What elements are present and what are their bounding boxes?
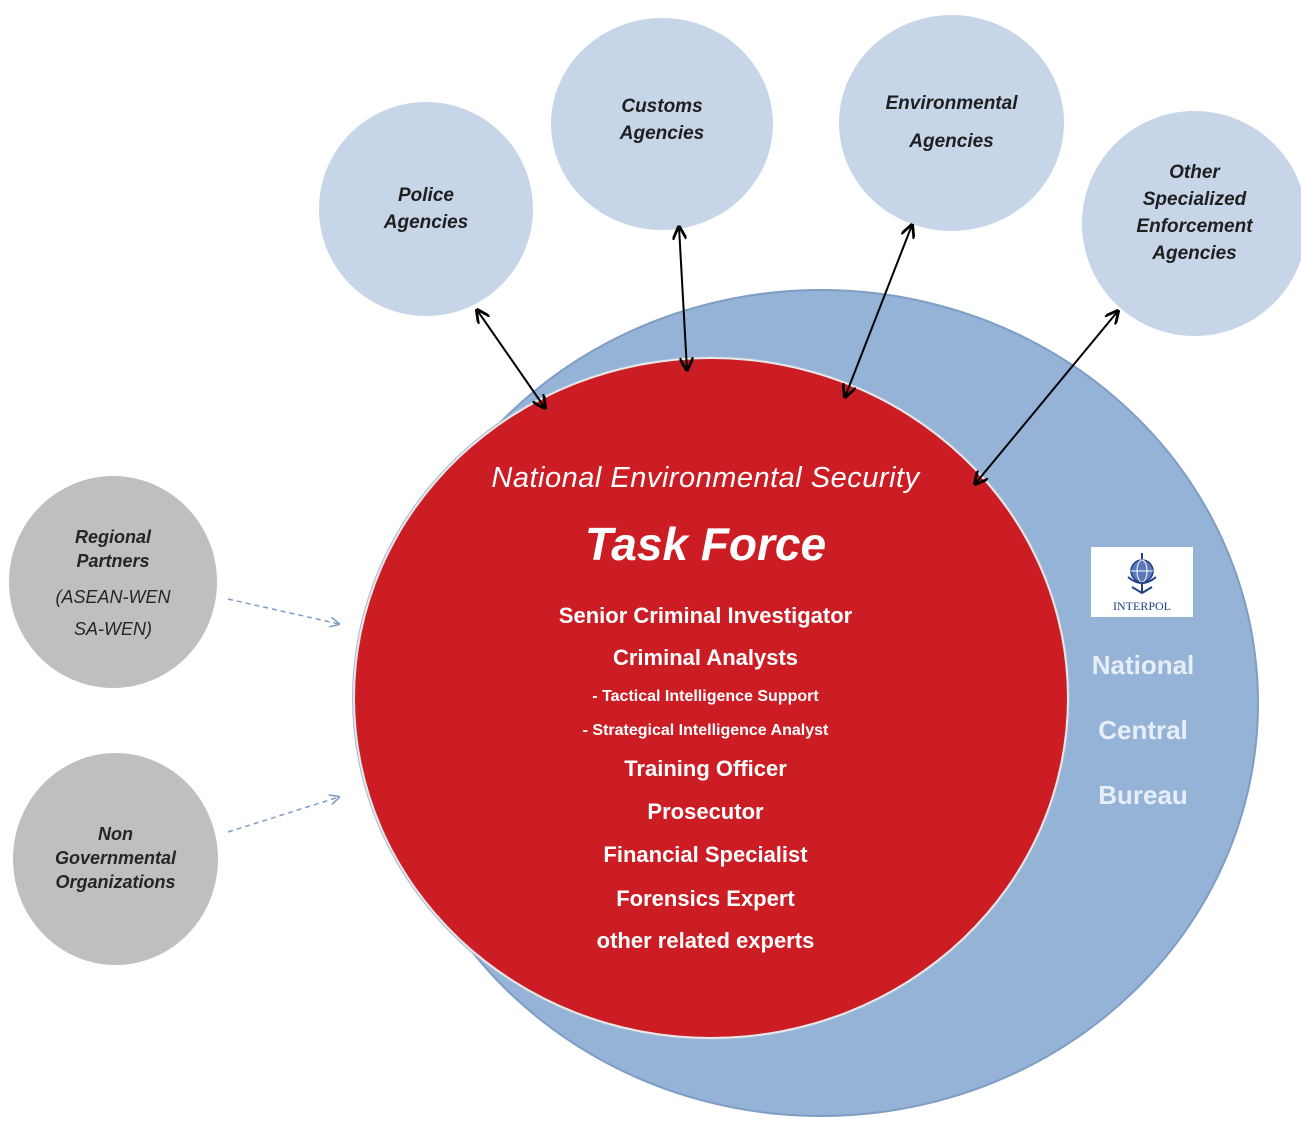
regional-partners-label: Regional Partners (ASEAN-WEN SA-WEN) bbox=[9, 525, 217, 641]
agency-label-line: Agencies bbox=[909, 131, 994, 152]
other-agencies-connector-arrow bbox=[975, 311, 1118, 484]
police-connector-arrow bbox=[477, 310, 545, 408]
partner-label-line: Regional bbox=[74, 527, 151, 547]
agency-label-line: Police bbox=[398, 185, 454, 206]
agency-label-line: Specialized bbox=[1142, 188, 1247, 210]
police-agencies-node bbox=[319, 102, 533, 316]
role-item: Forensics Expert bbox=[616, 886, 795, 911]
role-item: Financial Specialist bbox=[603, 842, 808, 867]
role-item: Prosecutor bbox=[647, 799, 764, 824]
partner-label-line: (ASEAN-WEN bbox=[55, 587, 171, 607]
role-item: Senior Criminal Investigator bbox=[558, 603, 853, 628]
agency-label-line: Agencies bbox=[619, 123, 705, 144]
environmental-agencies-label: Environmental Agencies bbox=[839, 15, 1064, 231]
regional-partners-node bbox=[9, 476, 217, 688]
agency-label-line: Customs bbox=[621, 96, 703, 117]
ncb-label-line-2: Central bbox=[1098, 715, 1188, 745]
other-agencies-node bbox=[1082, 111, 1301, 336]
agency-label-line: Other bbox=[1169, 161, 1220, 183]
partner-label-line: Governmental bbox=[54, 848, 177, 868]
ngo-dashed-arrow bbox=[227, 797, 339, 833]
customs-agencies-node bbox=[551, 18, 773, 230]
partner-label-line: Non bbox=[98, 824, 133, 844]
interpol-logo-text: INTERPOL bbox=[1113, 599, 1171, 613]
ncb-label-line-1: National bbox=[1091, 650, 1195, 680]
ngo-node bbox=[13, 753, 218, 965]
task-force-title: Task Force bbox=[584, 518, 827, 570]
customs-agencies-label: Customs Agencies bbox=[551, 14, 773, 226]
role-sub-item: - Strategical Intelligence Analyst bbox=[582, 722, 829, 739]
ncb-label-line-3: Bureau bbox=[1098, 780, 1188, 810]
environmental-agencies-node bbox=[839, 15, 1064, 231]
task-force-heading: National Environmental Security bbox=[491, 462, 920, 494]
partner-label-line: Organizations bbox=[55, 872, 176, 892]
role-item: Training Officer bbox=[624, 756, 787, 781]
interpol-logo: INTERPOL bbox=[1091, 547, 1193, 617]
agency-label-line: Agencies bbox=[1152, 242, 1237, 264]
agency-label-line: Agencies bbox=[383, 212, 469, 233]
regional-partners-dashed-arrow bbox=[227, 598, 339, 624]
ngo-label: Non Governmental Organizations bbox=[13, 822, 218, 894]
partner-label-line: Partners bbox=[76, 551, 150, 571]
environmental-connector-arrow bbox=[845, 225, 912, 397]
task-force-circle bbox=[353, 357, 1069, 1039]
role-item: other related experts bbox=[596, 928, 815, 953]
customs-connector-arrow bbox=[679, 227, 687, 370]
role-item: Criminal Analysts bbox=[612, 645, 799, 670]
interpol-globe-icon bbox=[1127, 553, 1157, 595]
other-agencies-label: Other Specialized Enforcement Agencies bbox=[1082, 100, 1301, 325]
police-agencies-label: Police Agencies bbox=[319, 102, 533, 316]
agency-label-line: Environmental bbox=[885, 93, 1018, 114]
role-sub-item: - Tactical Intelligence Support bbox=[592, 688, 819, 705]
agency-label-line: Enforcement bbox=[1136, 215, 1253, 237]
partner-label-line: SA-WEN) bbox=[74, 619, 152, 639]
